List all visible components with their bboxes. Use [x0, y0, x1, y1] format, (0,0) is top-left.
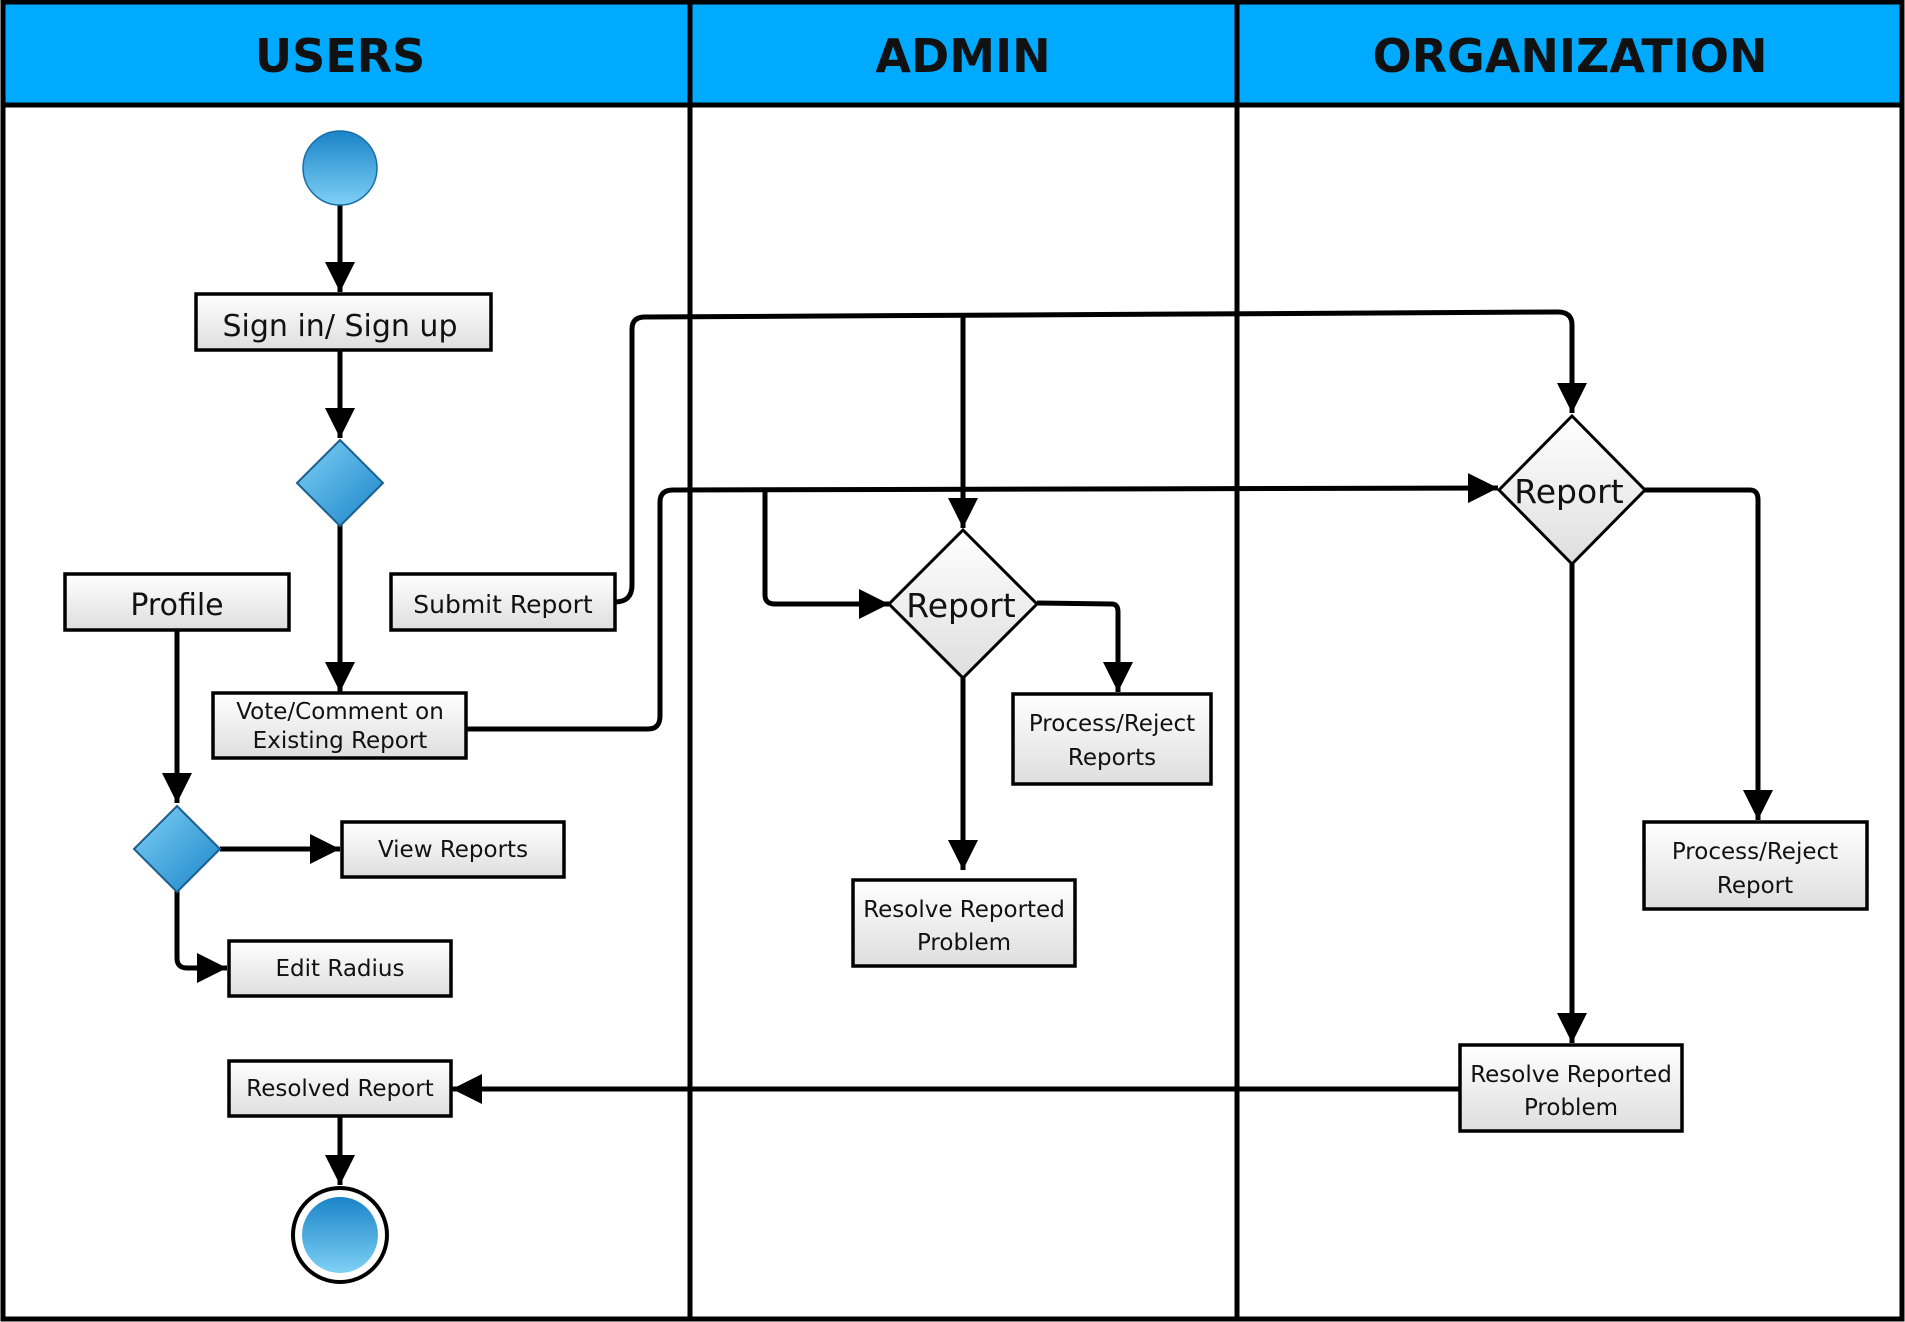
org-process-reject-line1: Process/Reject	[1672, 839, 1838, 865]
vote-comment-node: Vote/Comment on Existing Report	[211, 691, 468, 760]
org-process-reject-line2: Report	[1717, 873, 1793, 899]
edge-submit-to-report-decisions	[614, 309, 1587, 605]
user-decision-diamond	[295, 438, 385, 528]
admin-process-reject-line2: Reports	[1068, 745, 1156, 771]
sign-in-label: Sign in/ Sign up	[223, 309, 458, 344]
vote-comment-label-line1: Vote/Comment on	[236, 699, 444, 725]
lane-title-users: USERS	[255, 29, 425, 83]
admin-process-reject-node: Process/Reject Reports	[1011, 692, 1213, 786]
edge-branch-to-admin-report	[762, 490, 889, 619]
resolved-report-label: Resolved Report	[246, 1076, 433, 1102]
header-band	[3, 2, 1902, 105]
edge-vote-to-org-report	[467, 473, 1499, 732]
admin-resolve-line2: Problem	[917, 930, 1011, 956]
profile-node: Profile	[63, 572, 291, 632]
org-resolve-node: Resolve Reported Problem	[1458, 1043, 1684, 1133]
org-report-decision: Report	[1496, 413, 1648, 567]
view-reports-label: View Reports	[378, 837, 528, 863]
edit-radius-node: Edit Radius	[227, 939, 453, 998]
org-report-label: Report	[1514, 472, 1623, 511]
submit-report-label: Submit Report	[413, 590, 593, 619]
connectors	[162, 205, 1773, 1185]
edge-profile-decision-to-edit	[174, 890, 227, 983]
lane-title-organization: ORGANIZATION	[1373, 29, 1768, 83]
admin-report-decision: Report	[886, 527, 1040, 681]
org-resolve-line2: Problem	[1524, 1095, 1618, 1121]
vote-comment-label-line2: Existing Report	[253, 728, 428, 754]
submit-report-node: Submit Report	[389, 572, 617, 632]
end-node	[291, 1186, 389, 1284]
edit-radius-label: Edit Radius	[276, 956, 405, 982]
edge-admin-report-to-process	[1036, 600, 1133, 692]
org-process-reject-node: Process/Reject Report	[1642, 820, 1869, 911]
lane-title-admin: ADMIN	[875, 29, 1050, 83]
resolved-report-node: Resolved Report	[227, 1059, 453, 1118]
admin-process-reject-line1: Process/Reject	[1029, 711, 1195, 737]
org-resolve-line1: Resolve Reported	[1470, 1062, 1672, 1088]
admin-resolve-line1: Resolve Reported	[863, 897, 1065, 923]
start-node	[302, 130, 378, 206]
profile-decision-diamond	[132, 804, 222, 894]
profile-label: Profile	[130, 588, 223, 623]
sign-in-node: Sign in/ Sign up	[194, 292, 493, 352]
edge-org-report-to-process	[1644, 487, 1773, 820]
admin-report-label: Report	[906, 586, 1015, 625]
view-reports-node: View Reports	[340, 820, 566, 879]
admin-resolve-node: Resolve Reported Problem	[851, 878, 1077, 968]
